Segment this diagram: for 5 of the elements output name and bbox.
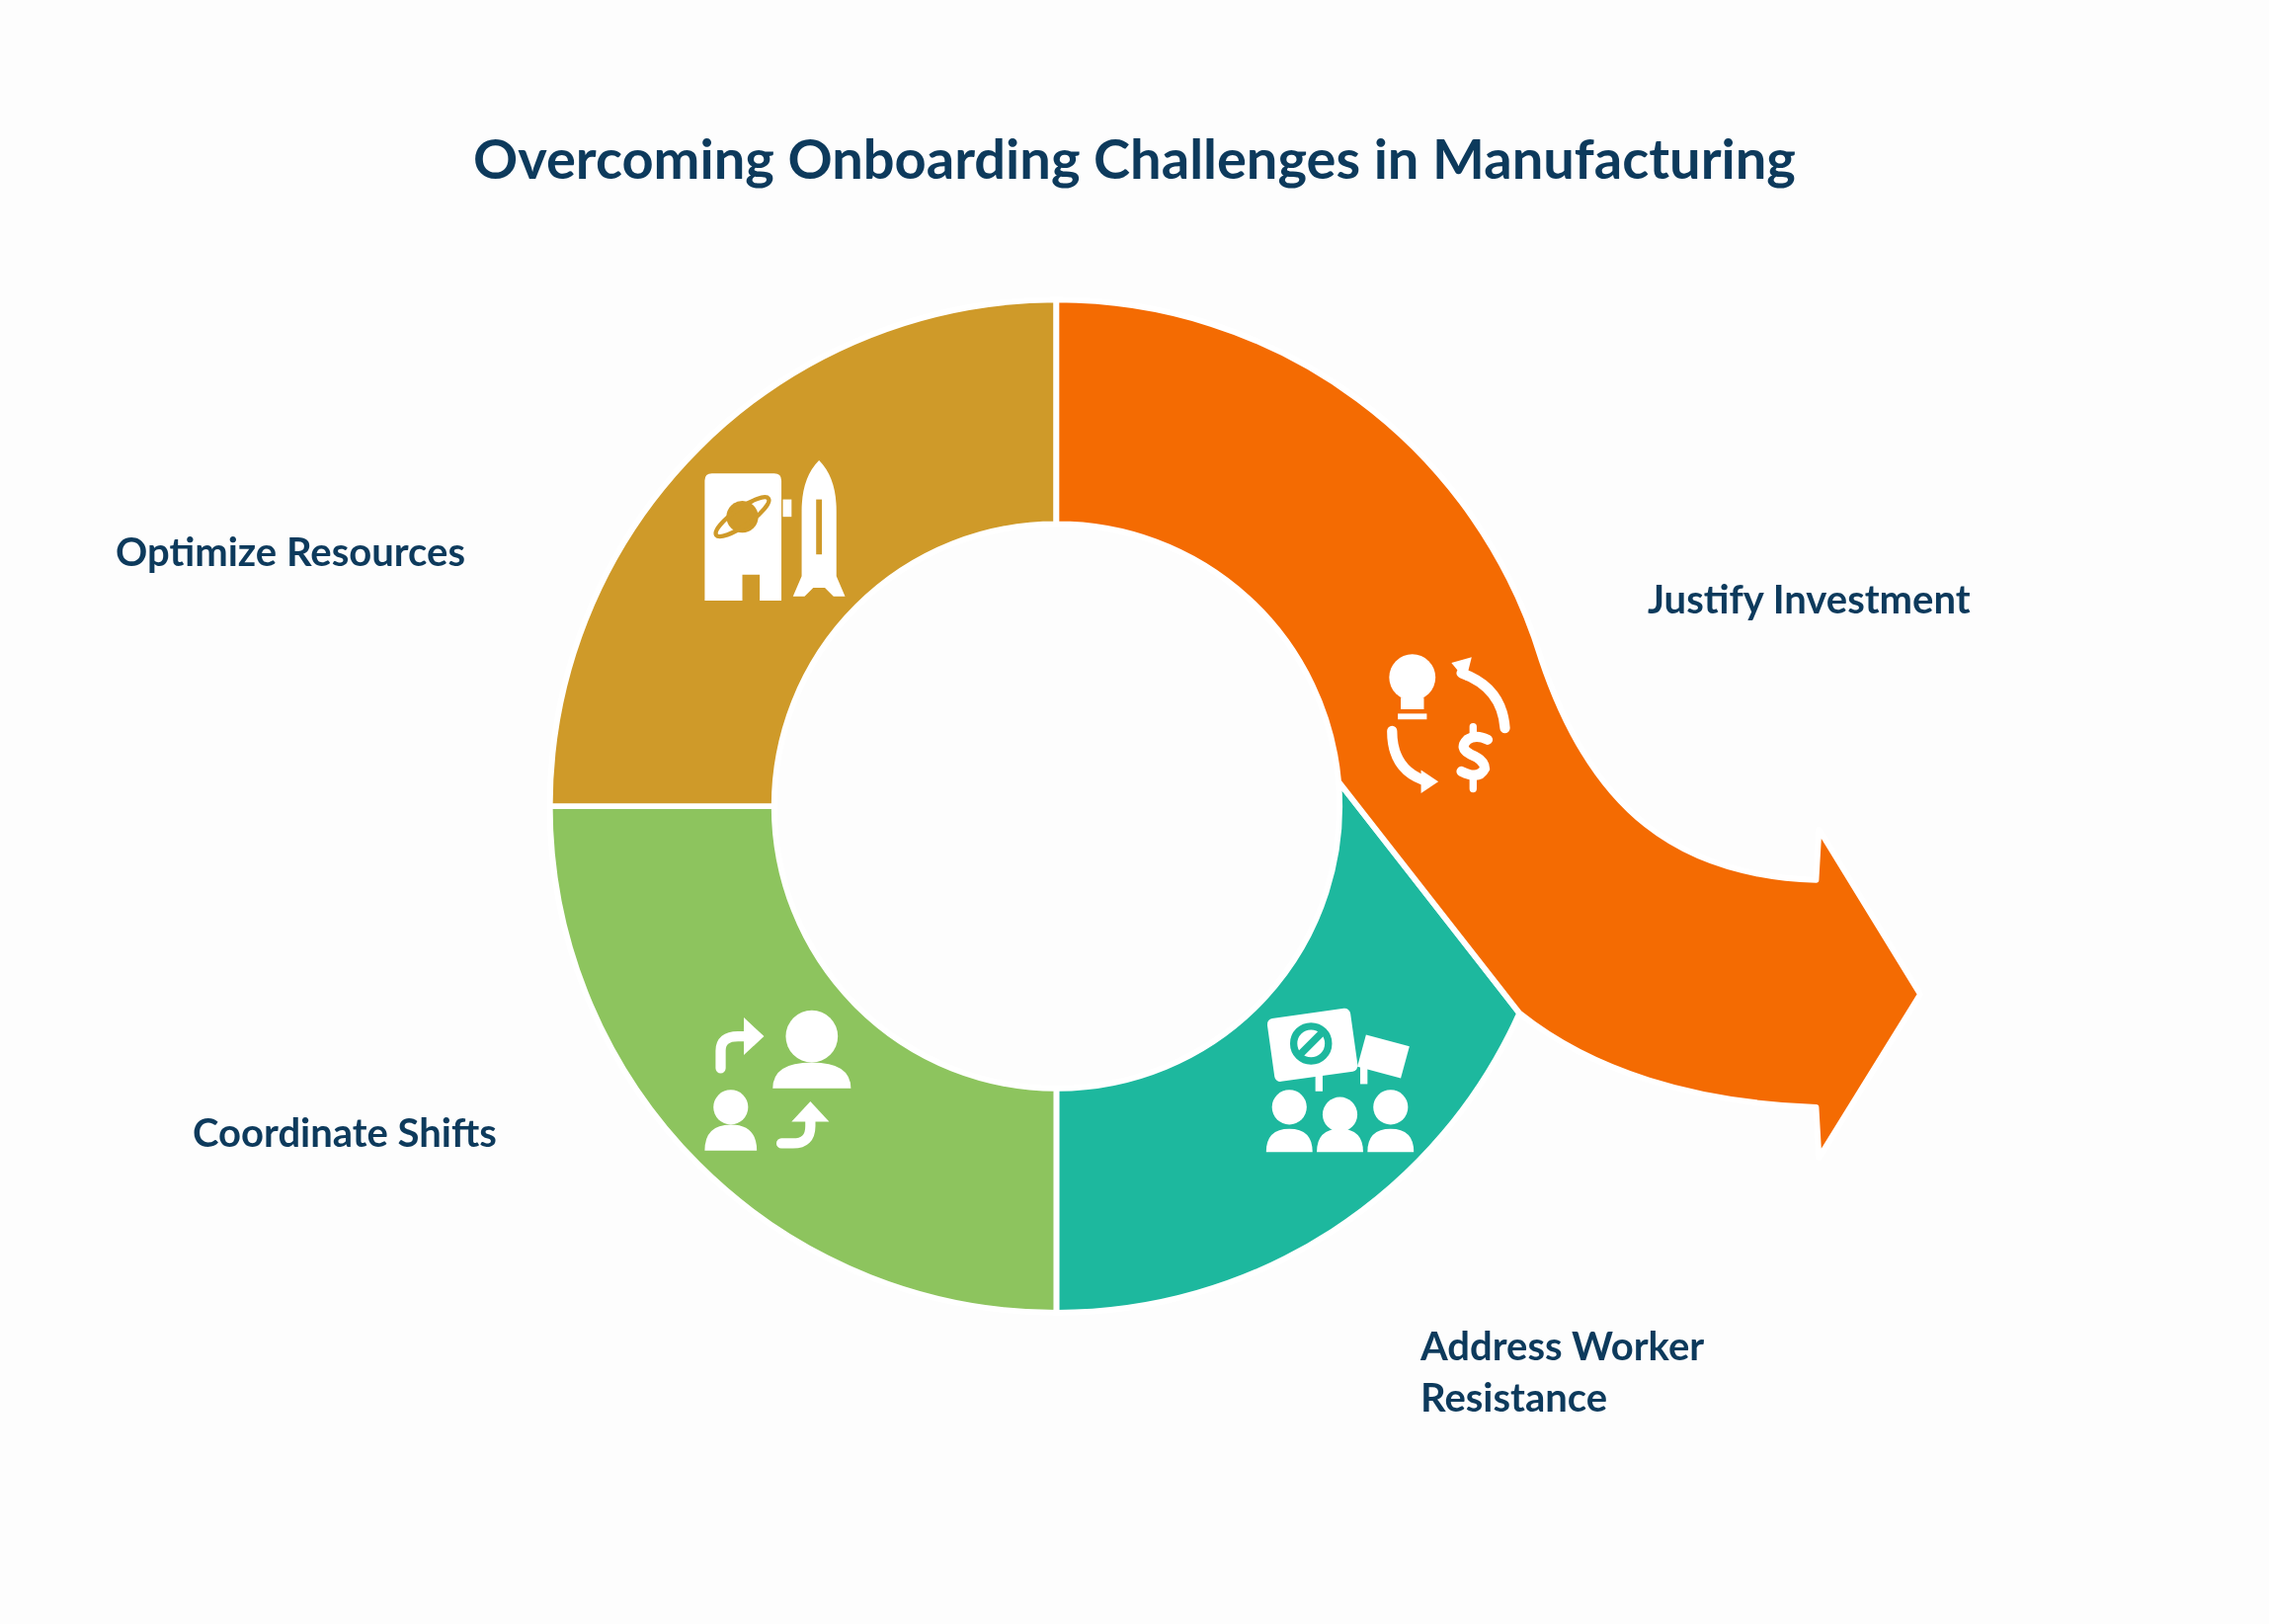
segment-label: Justify Investment xyxy=(1648,573,1971,624)
diagram-title: Overcoming Onboarding Challenges in Manufacturing xyxy=(472,124,1797,191)
segment-label: Optimize Resources xyxy=(116,526,465,577)
segment-label: Coordinate Shifts xyxy=(193,1106,497,1158)
segment-label: Address Worker Resistance xyxy=(1420,1320,1796,1422)
